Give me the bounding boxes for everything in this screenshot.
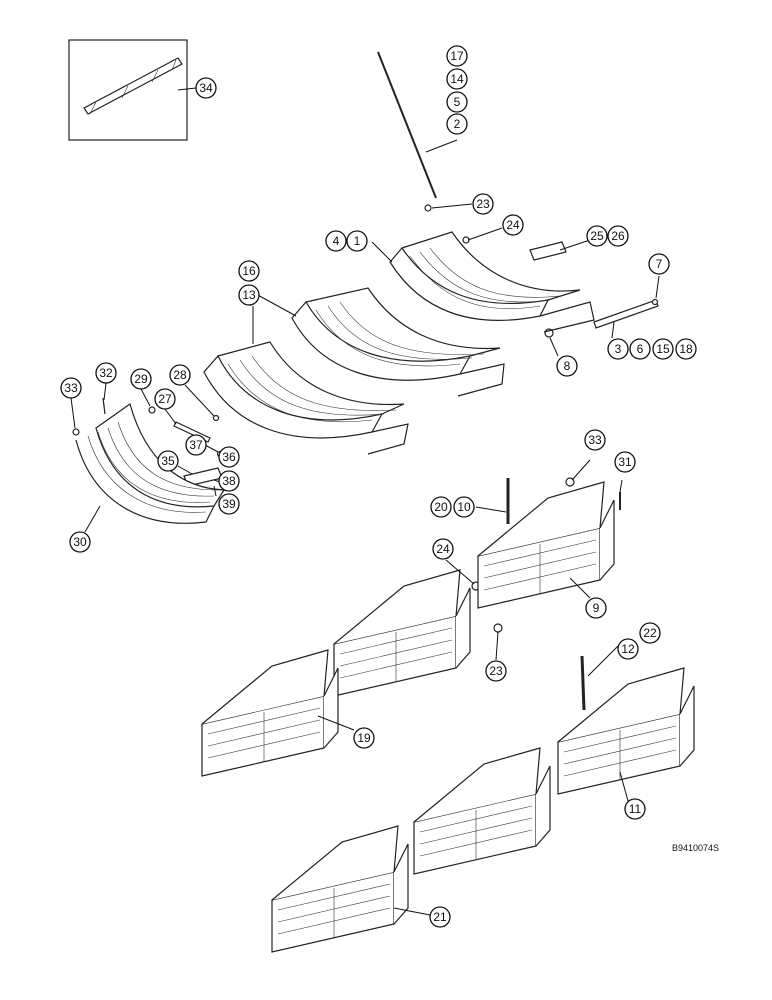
callout-34: 34 (195, 77, 217, 99)
callout-text: 27 (158, 392, 172, 406)
inset-box (68, 39, 188, 141)
callout-text: 14 (450, 72, 464, 86)
callout-text: 18 (679, 342, 693, 356)
callout-text: 12 (621, 642, 635, 656)
callout-text: 36 (222, 450, 236, 464)
concave-grate-middle (291, 287, 505, 397)
callout-text: 34 (199, 81, 213, 95)
callout-text: 23 (489, 664, 503, 678)
callout-text: 8 (564, 359, 571, 373)
callout-14: 14 (446, 68, 468, 90)
callout-35: 35 (157, 450, 179, 472)
callout-text: 6 (637, 342, 644, 356)
callout-text: 30 (73, 535, 87, 549)
callout-16: 16 (238, 260, 260, 282)
callout-text: 29 (134, 372, 148, 386)
concave-grate-front (389, 231, 595, 333)
grate-box-21-upper (413, 747, 551, 875)
callout-1: 1 (346, 230, 368, 252)
callout-15: 15 (652, 338, 674, 360)
callout-text: 37 (189, 438, 203, 452)
wire-rod (377, 51, 437, 199)
callout-text: 15 (656, 342, 670, 356)
concave-cover (75, 403, 226, 524)
leader-lines (70, 87, 660, 916)
callout-19: 19 (353, 727, 375, 749)
callout-text: 13 (242, 288, 256, 302)
callout-text: 28 (173, 368, 187, 382)
callout-25: 25 (586, 225, 608, 247)
callout-8: 8 (556, 355, 578, 377)
callout-text: 33 (64, 381, 78, 395)
callout-36: 36 (218, 446, 240, 468)
callout-27: 27 (154, 388, 176, 410)
callout-31: 31 (614, 451, 636, 473)
callout-23-middle: 23 (485, 660, 507, 682)
callout-11: 11 (624, 798, 646, 820)
grate-box-19-lower (201, 649, 339, 777)
callout-9: 9 (585, 597, 607, 619)
grate-box-19-upper (333, 569, 471, 697)
callout-text: 31 (618, 455, 632, 469)
callout-32: 32 (95, 362, 117, 384)
grate-box-9 (477, 481, 615, 609)
callout-text: 1 (354, 234, 361, 248)
callout-text: 35 (161, 454, 175, 468)
callout-text: 24 (506, 218, 520, 232)
figure-code: B9410074S (672, 843, 720, 853)
callout-text: 9 (593, 601, 600, 615)
concave-grate-rear (203, 341, 409, 455)
callout-text: 24 (436, 542, 450, 556)
callout-text: 22 (643, 626, 657, 640)
callout-text: 10 (457, 500, 471, 514)
callout-text: 39 (222, 497, 236, 511)
callout-30: 30 (69, 531, 91, 553)
callout-29: 29 (130, 368, 152, 390)
callout-text: 3 (615, 342, 622, 356)
callout-23-top: 23 (472, 193, 494, 215)
grate-box-21-lower (271, 825, 409, 953)
callout-18: 18 (675, 338, 697, 360)
callout-24-middle: 24 (432, 538, 454, 560)
callout-24-top: 24 (502, 214, 524, 236)
callout-10: 10 (453, 496, 475, 518)
callout-39: 39 (218, 493, 240, 515)
callout-text: 4 (333, 234, 340, 248)
callout-26: 26 (607, 225, 629, 247)
callout-20: 20 (430, 496, 452, 518)
callout-text: 16 (242, 264, 256, 278)
callout-text: 23 (476, 197, 490, 211)
callout-text: 20 (434, 500, 448, 514)
callout-text: 17 (450, 49, 464, 63)
callout-12: 12 (617, 638, 639, 660)
callout-text: 26 (611, 229, 625, 243)
callout-7: 7 (648, 253, 670, 275)
callout-text: 32 (99, 366, 113, 380)
callout-22: 22 (639, 622, 661, 644)
callout-text: 25 (590, 229, 604, 243)
callout-28: 28 (169, 364, 191, 386)
callout-text: 38 (222, 474, 236, 488)
callout-33-left: 33 (60, 377, 82, 399)
callout-6: 6 (629, 338, 651, 360)
callout-text: 33 (588, 433, 602, 447)
callout-text: 19 (357, 731, 371, 745)
callout-2: 2 (446, 113, 468, 135)
callout-3: 3 (607, 338, 629, 360)
callout-21: 21 (429, 906, 451, 928)
callout-4: 4 (325, 230, 347, 252)
callout-17: 17 (446, 45, 468, 67)
callout-text: 21 (433, 910, 447, 924)
callout-38: 38 (218, 470, 240, 492)
callout-33-right: 33 (584, 429, 606, 451)
callout-37: 37 (185, 434, 207, 456)
callout-5: 5 (446, 91, 468, 113)
callout-text: 2 (454, 117, 461, 131)
callout-13: 13 (238, 284, 260, 306)
callout-text: 7 (656, 257, 663, 271)
callout-text: 11 (629, 802, 642, 816)
callout-text: 5 (454, 95, 461, 109)
grate-box-11 (557, 667, 695, 795)
